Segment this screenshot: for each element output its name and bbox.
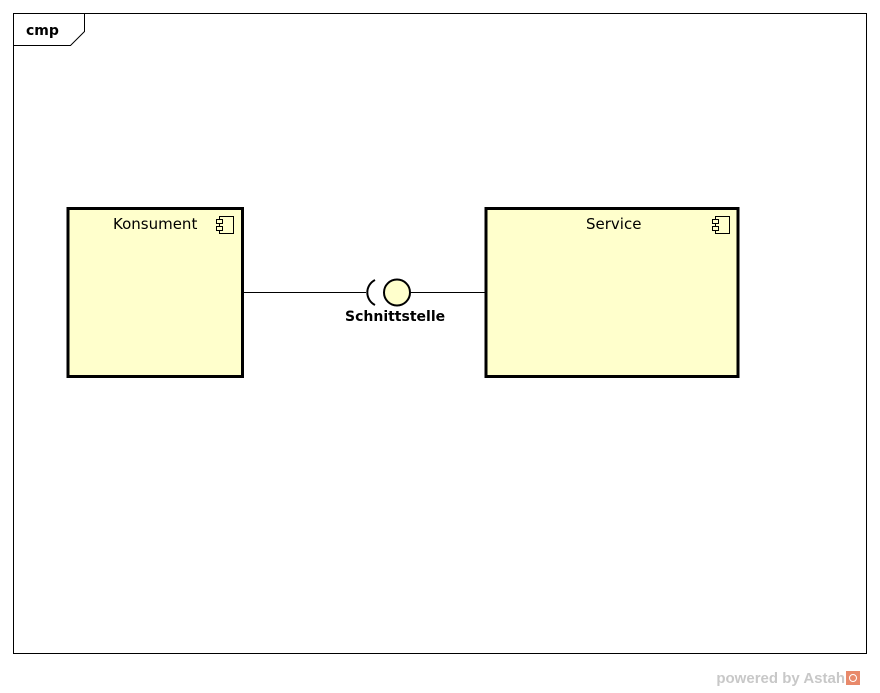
component-service-name: Service: [586, 215, 641, 233]
component-service[interactable]: Service: [484, 207, 740, 378]
component-icon: [216, 216, 234, 234]
interface-label: Schnittstelle: [345, 309, 445, 325]
component-icon: [712, 216, 730, 234]
component-konsument-box[interactable]: [66, 207, 244, 378]
frame-label-tab: [13, 13, 85, 46]
component-konsument[interactable]: Konsument: [66, 207, 244, 378]
watermark-text: powered by Astah: [716, 670, 845, 687]
component-konsument-name: Konsument: [113, 215, 197, 233]
frame-label: cmp: [26, 23, 59, 39]
provided-interface-ball[interactable]: [383, 278, 411, 307]
astah-watermark: powered by Astah: [716, 670, 860, 687]
component-service-box[interactable]: [484, 207, 740, 378]
required-interface-socket: [366, 279, 376, 306]
astah-logo-icon: [846, 671, 860, 685]
